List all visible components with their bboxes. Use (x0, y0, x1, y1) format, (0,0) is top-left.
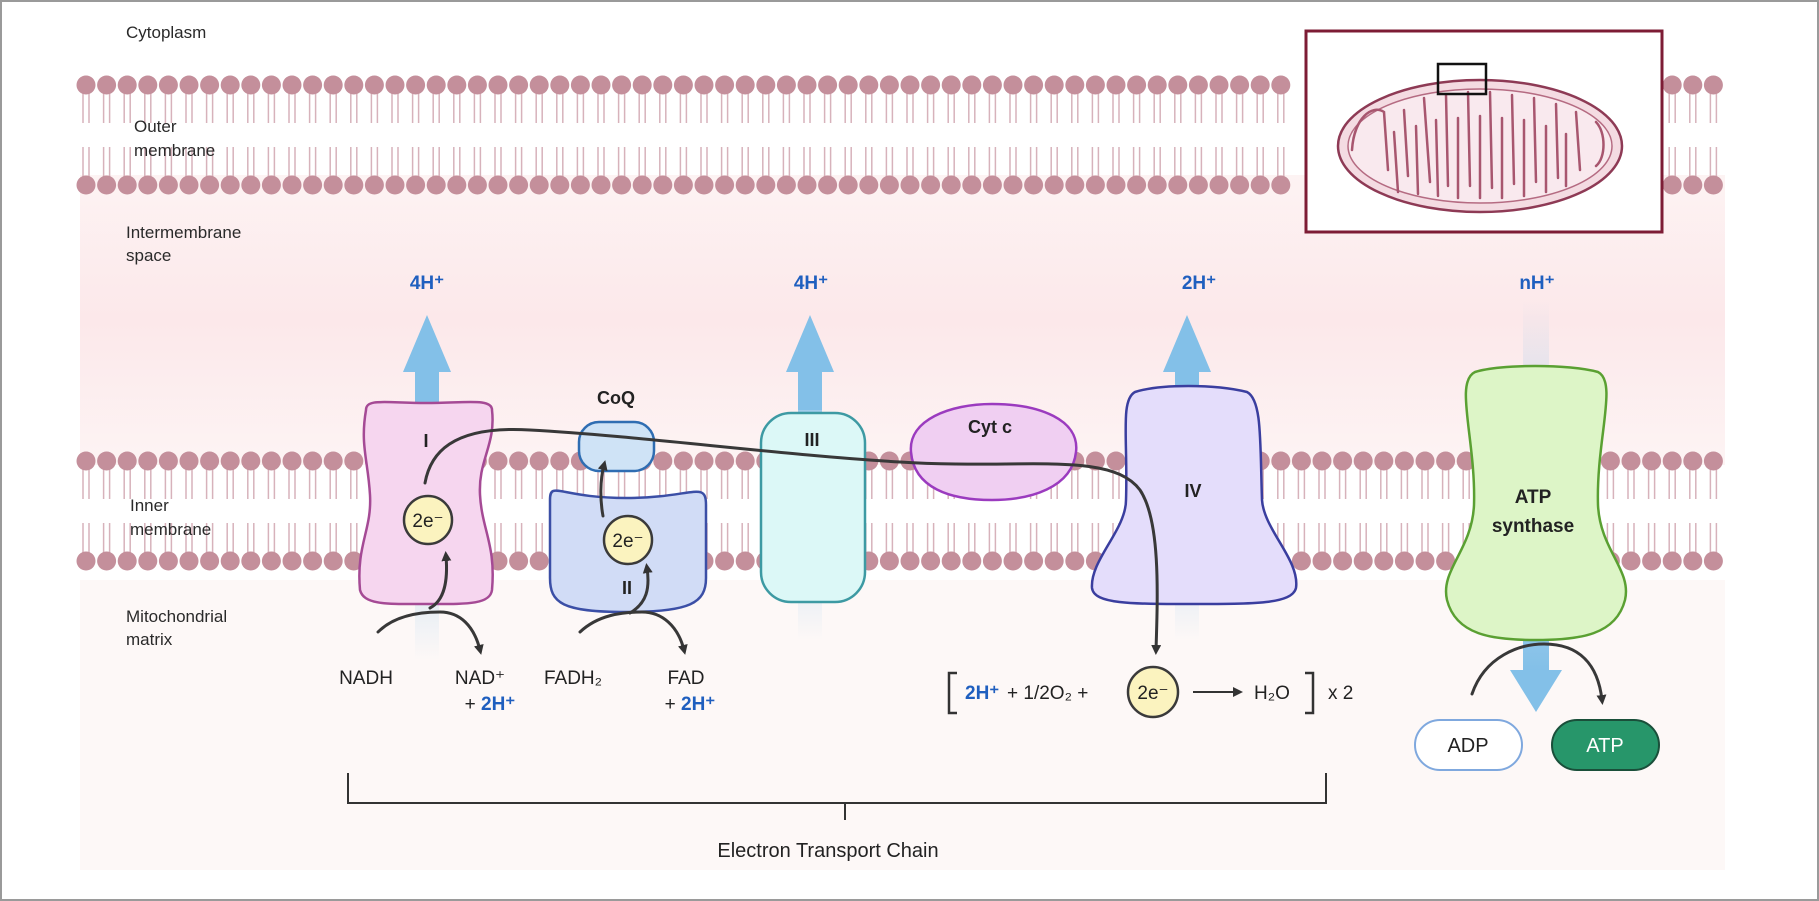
complex-iv-shape (1090, 384, 1298, 606)
atp-synthase-label-line1: ATP (1515, 487, 1552, 508)
water-oxygen-label: + 1/2O₂ + (1007, 683, 1088, 704)
fad-label: FAD (668, 668, 705, 689)
right-bracket (1305, 671, 1315, 715)
electron-path (423, 427, 1162, 655)
matrix-label-line2: matrix (126, 630, 173, 649)
electron-complex-ii: 2e⁻ (602, 514, 654, 566)
coq-label: CoQ (597, 388, 635, 408)
inner-membrane-label-line1: Inner (130, 496, 169, 515)
cristae-icon (1350, 90, 1605, 200)
electron-complex-i: 2e⁻ (402, 494, 454, 546)
cytochrome-c: Cyt c (909, 402, 1078, 502)
complex-iii-shape (759, 411, 867, 604)
fadh2-label: FADH₂ (544, 668, 602, 689)
atp-synthase: ATP synthase (1444, 364, 1628, 642)
left-bracket (947, 671, 957, 715)
complex-iii-label: III (804, 430, 819, 450)
complex-i-label: I (423, 431, 428, 451)
electron-label-1: 2e⁻ (412, 511, 443, 532)
mitochondrion-inset (1304, 29, 1664, 234)
proton-labels: 4H⁺ 4H⁺ 2H⁺ nH⁺ (410, 273, 1555, 294)
adp-to-atp-arrow (1470, 642, 1607, 705)
electron-circles: 2e⁻ 2e⁻ 2e⁻ (402, 494, 1180, 719)
proton-label-atp-synthase: nH⁺ (1519, 273, 1554, 294)
proton-label-complex-1: 4H⁺ (410, 273, 444, 294)
electron-label-3: 2e⁻ (1137, 683, 1168, 704)
cyt-c-label: Cyt c (968, 417, 1012, 437)
complex-ii-to-coq-arrow (597, 460, 608, 518)
complex-iv-label: IV (1184, 481, 1201, 501)
outer-membrane (76, 75, 1723, 195)
multiplier-label: x 2 (1328, 683, 1353, 704)
nadh-label: NADH (339, 668, 393, 689)
atp-synthase-label-line2: synthase (1492, 516, 1574, 537)
adp-pill: ADP (1414, 719, 1523, 771)
atp-synthase-shape (1444, 364, 1628, 642)
water-proton-label: 2H⁺ (965, 683, 999, 704)
water-label: H₂O (1254, 683, 1290, 704)
etc-bracket: Electron Transport Chain (347, 773, 1327, 862)
atp-pill: ATP (1551, 719, 1660, 771)
cytoplasm-label: Cytoplasm (126, 23, 206, 42)
proton-label-complex-3: 4H⁺ (794, 273, 828, 294)
electron-reaction: 2e⁻ (1126, 665, 1180, 719)
complex-iv: IV (1090, 384, 1298, 606)
outer-membrane-label-line2: membrane (134, 141, 215, 160)
region-labels: Cytoplasm Outer membrane Intermembrane s… (126, 23, 241, 649)
intermembrane-label-line1: Intermembrane (126, 223, 241, 242)
matrix-label-line1: Mitochondrial (126, 607, 227, 626)
etc-label: Electron Transport Chain (717, 840, 938, 862)
outer-membrane-label-line1: Outer (134, 117, 177, 136)
complex-iii: III (759, 411, 867, 604)
reaction-labels: NADH NAD⁺ + 2H⁺ FADH₂ FAD + 2H⁺ 2H⁺ + 1/… (339, 668, 1353, 715)
zoom-box-icon (1436, 62, 1488, 96)
cyt-c-shape (909, 402, 1078, 502)
intermembrane-label-line2: space (126, 246, 171, 265)
nad-proton-label: + 2H⁺ (465, 694, 516, 715)
fadh2-to-complex-ii-arrow (628, 563, 653, 615)
nadh-to-complex-i-arrow (428, 551, 452, 610)
atp-label: ATP (1586, 735, 1623, 757)
coq-shape (577, 420, 656, 473)
inner-membrane-label-line2: membrane (130, 520, 211, 539)
proton-label-complex-4: 2H⁺ (1182, 273, 1216, 294)
fadh2-reaction-arrow (578, 610, 688, 655)
adp-label: ADP (1447, 735, 1488, 757)
electron-label-2: 2e⁻ (612, 531, 643, 552)
nad-plus-label: NAD⁺ (455, 668, 505, 689)
nadh-reaction-arrow (376, 610, 484, 655)
electron-flow-arrow (423, 427, 1162, 655)
reaction-arrows (376, 610, 1607, 705)
complex-ii-label: II (622, 578, 632, 598)
fad-proton-label: + 2H⁺ (665, 694, 716, 715)
